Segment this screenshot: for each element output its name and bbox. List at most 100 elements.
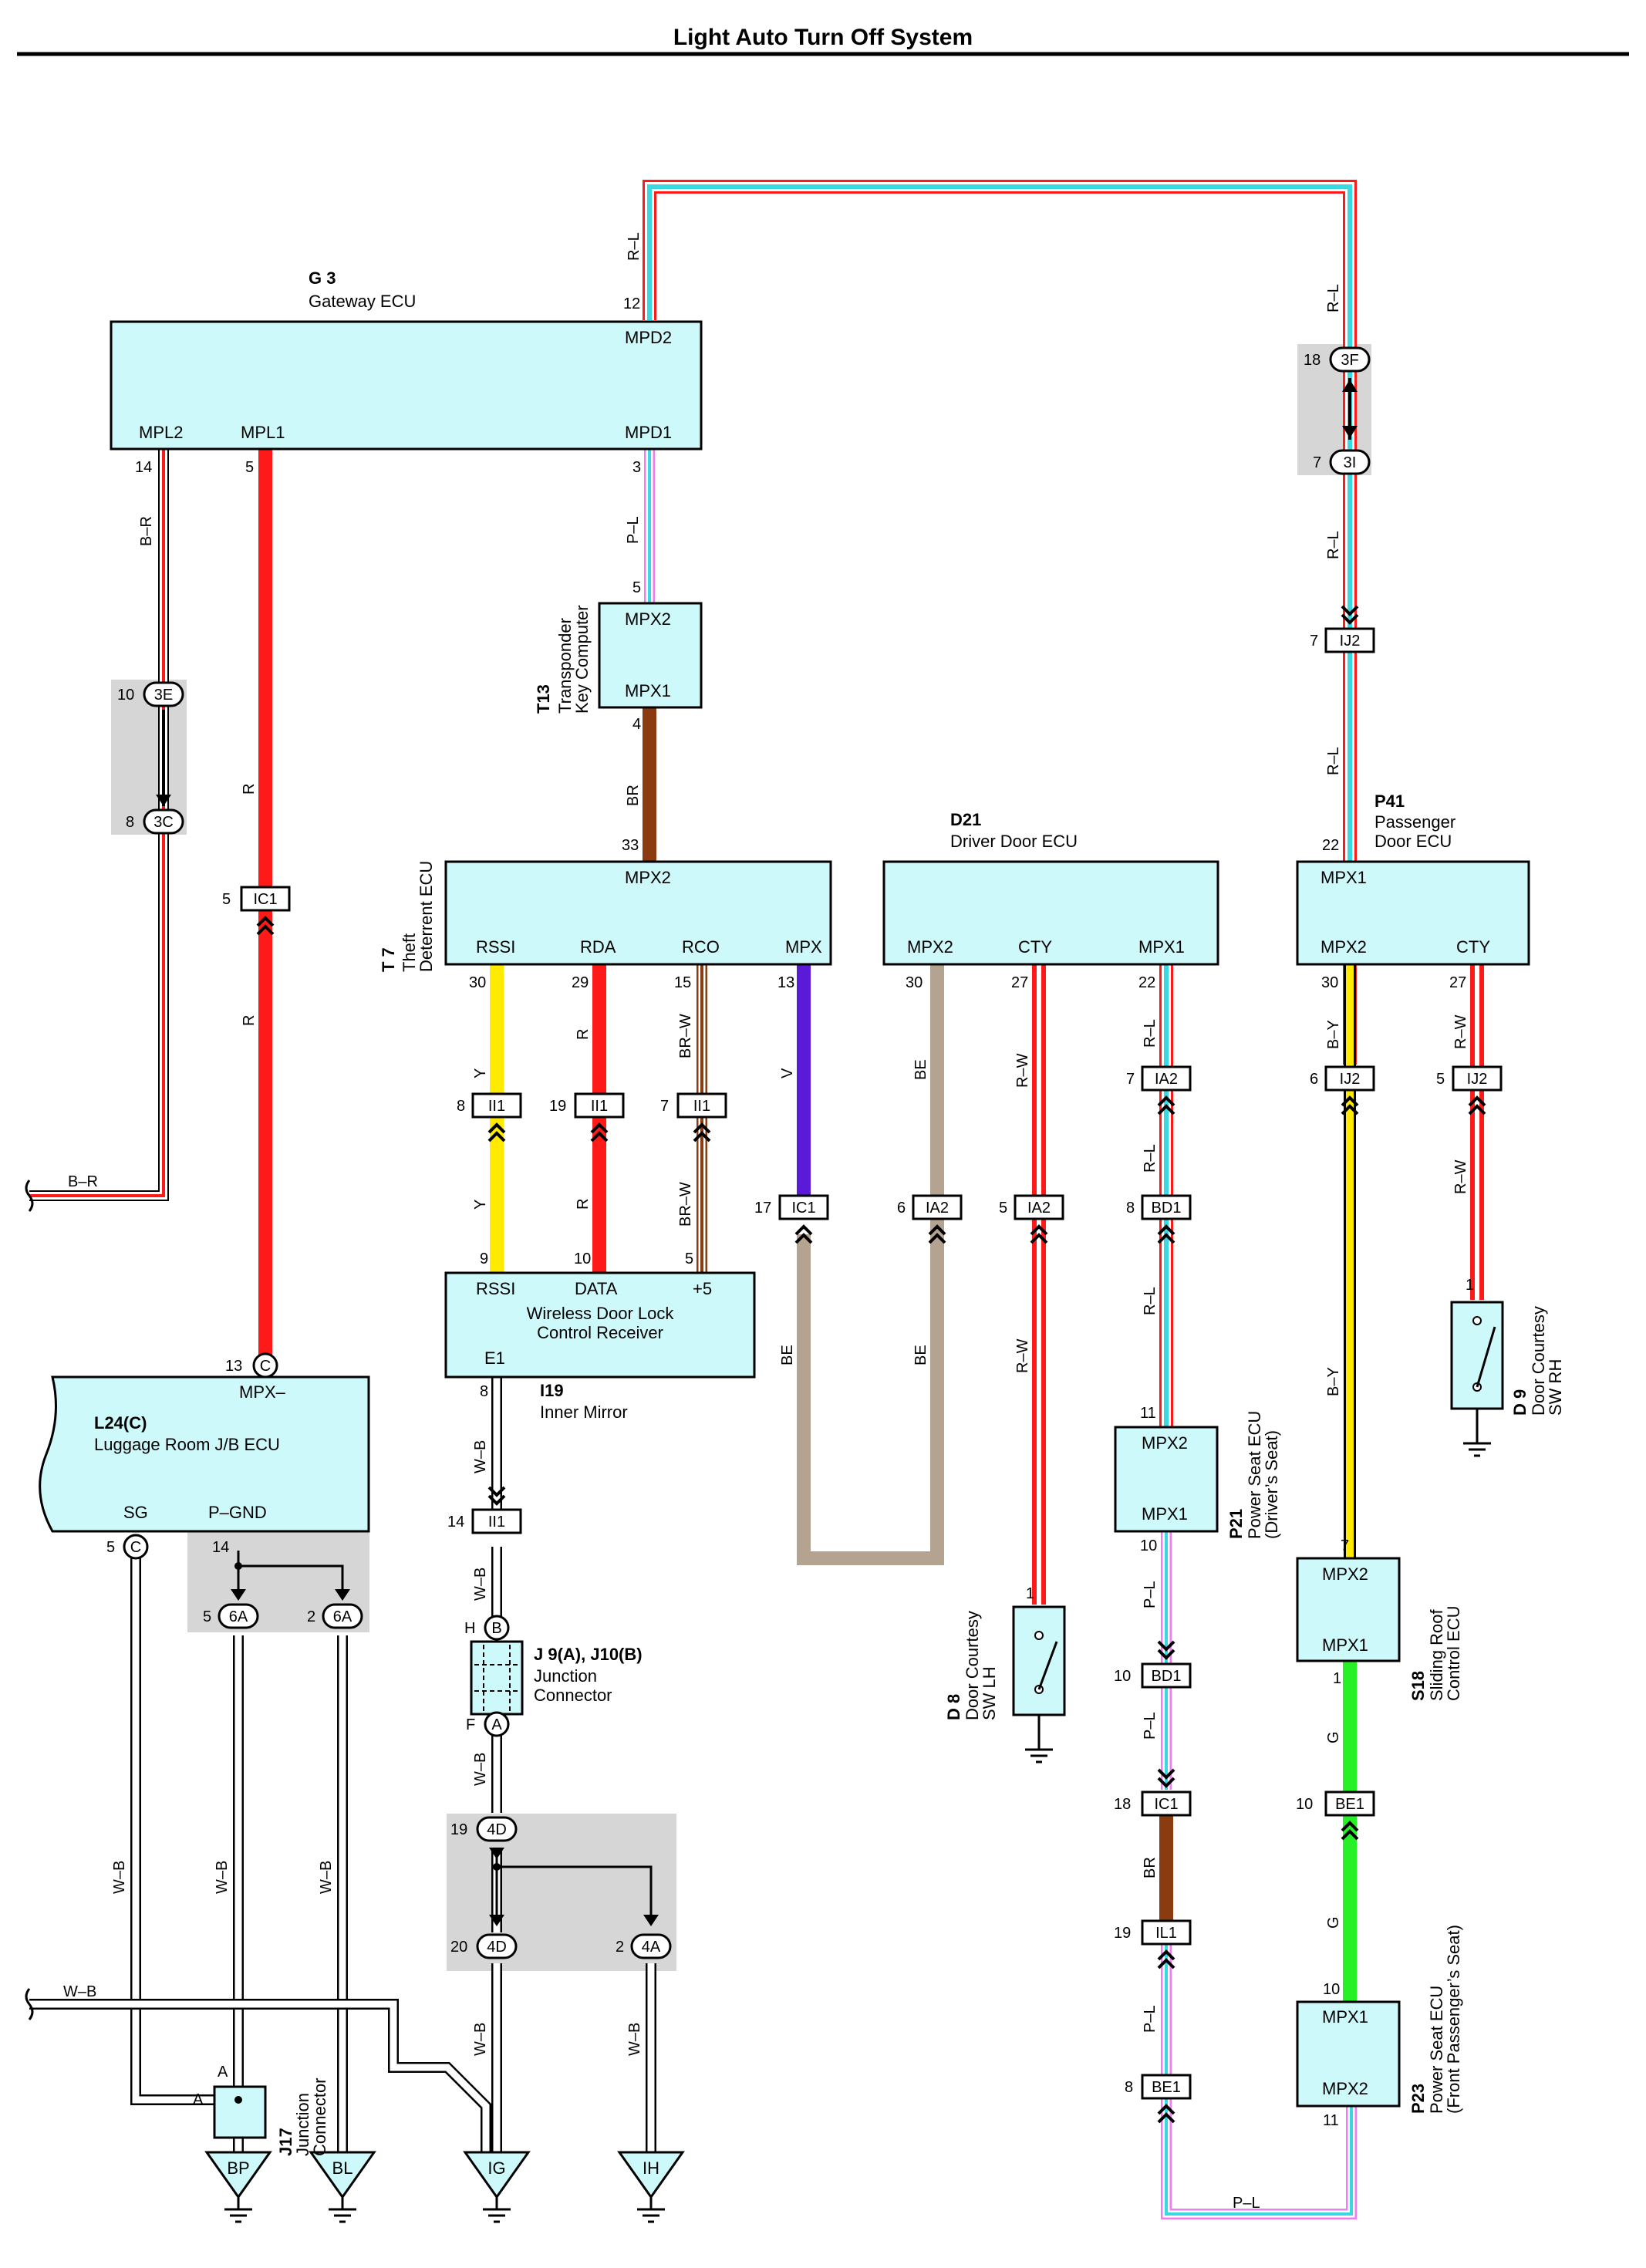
svg-text:R: R (575, 1029, 592, 1040)
p23-code: P23 (1408, 2084, 1428, 2114)
svg-text:(Driver’s Seat): (Driver’s Seat) (1262, 1430, 1281, 1539)
svg-text:2: 2 (616, 1939, 624, 1956)
svg-text:Junction: Junction (534, 1666, 597, 1686)
svg-text:IC1: IC1 (1154, 1796, 1178, 1813)
svg-text:4D: 4D (487, 1821, 507, 1838)
svg-text:BE: BE (912, 1345, 929, 1365)
svg-text:Connector: Connector (534, 1686, 612, 1705)
svg-text:3F: 3F (1341, 352, 1358, 369)
svg-text:MPX2: MPX2 (1322, 2079, 1368, 2098)
svg-text:13: 13 (225, 1358, 242, 1375)
svg-text:5: 5 (999, 1200, 1007, 1217)
svg-text:MPX1: MPX1 (1322, 2007, 1368, 2027)
svg-text:14: 14 (135, 459, 152, 476)
t13-transponder-key-computer (598, 602, 703, 709)
svg-text:19: 19 (549, 1098, 566, 1115)
ground-bl: BL (309, 2151, 376, 2223)
svg-text:Transponder: Transponder (555, 618, 575, 714)
svg-text:SW RH: SW RH (1546, 1359, 1565, 1416)
svg-text:R: R (241, 784, 258, 795)
connector-ia2-6 (912, 1194, 963, 1220)
svg-text:MPX: MPX (785, 937, 822, 957)
svg-text:V: V (779, 1068, 796, 1078)
svg-text:MPX1: MPX1 (1321, 868, 1367, 887)
svg-text:3C: 3C (153, 814, 174, 831)
svg-text:R–L: R–L (1325, 747, 1342, 775)
connector-4d-20: 4D (476, 1933, 518, 1959)
svg-text:RCO: RCO (682, 937, 720, 957)
svg-text:W–B: W–B (318, 1861, 335, 1894)
svg-text:Door ECU: Door ECU (1374, 832, 1452, 851)
svg-text:8: 8 (126, 814, 134, 831)
svg-text:MPX1: MPX1 (1142, 1504, 1188, 1524)
svg-text:B–R: B–R (68, 1173, 98, 1190)
svg-text:Driver Door ECU: Driver Door ECU (950, 832, 1078, 851)
svg-text:MPX2: MPX2 (1321, 937, 1367, 957)
t7-code: T 7 (379, 947, 398, 972)
connector-3e: 3E (143, 681, 184, 707)
svg-text:11: 11 (1323, 2112, 1339, 2129)
svg-text:8: 8 (1126, 1200, 1135, 1217)
svg-text:R–L: R–L (1325, 531, 1342, 559)
connector-il1-19 (1141, 1919, 1192, 1946)
svg-text:G: G (1325, 1916, 1342, 1929)
svg-text:33: 33 (622, 837, 639, 854)
svg-text:29: 29 (572, 974, 589, 991)
connector-ij2-6 (1324, 1065, 1375, 1092)
svg-text:IJ2: IJ2 (1467, 1071, 1488, 1088)
svg-text:Junction: Junction (293, 2093, 312, 2156)
connector-ii1-8 (471, 1092, 522, 1119)
svg-text:5: 5 (1436, 1071, 1445, 1088)
break-mark-w-b (25, 1988, 34, 2020)
svg-text:P–L: P–L (1142, 1581, 1159, 1608)
svg-text:W–B: W–B (63, 1983, 96, 2000)
svg-text:A: A (218, 2064, 228, 2081)
svg-text:R–W: R–W (1014, 1338, 1031, 1373)
svg-text:8: 8 (1125, 2079, 1133, 2096)
svg-text:R–L: R–L (1142, 1287, 1159, 1315)
i19-wireless-door-lock-receiver (444, 1271, 756, 1379)
svg-text:30: 30 (469, 974, 486, 991)
svg-text:+5: +5 (693, 1279, 712, 1298)
svg-text:10: 10 (1323, 1981, 1340, 1998)
svg-text:17: 17 (754, 1200, 771, 1217)
svg-text:W–B: W–B (472, 1440, 489, 1473)
svg-text:10: 10 (1140, 1537, 1157, 1554)
svg-text:R–W: R–W (1452, 1014, 1469, 1049)
svg-text:P–L: P–L (1142, 2005, 1159, 2033)
p41-passenger-door-ecu (1296, 860, 1530, 966)
svg-text:5: 5 (245, 459, 254, 476)
svg-text:IJ2: IJ2 (1340, 633, 1361, 650)
svg-text:A: A (491, 1716, 502, 1733)
svg-text:R: R (241, 1015, 258, 1026)
connector-3f: 3F (1329, 346, 1371, 373)
t7-theft-deterrent-ecu (444, 860, 832, 966)
svg-text:MPL1: MPL1 (241, 423, 285, 442)
svg-text:10: 10 (574, 1250, 591, 1267)
svg-text:Deterrent ECU: Deterrent ECU (417, 861, 436, 972)
svg-text:Control ECU: Control ECU (1444, 1606, 1463, 1701)
svg-text:22: 22 (1322, 837, 1339, 854)
svg-text:5: 5 (203, 1608, 211, 1625)
svg-text:MPD1: MPD1 (625, 423, 672, 442)
p21-code: P21 (1226, 1509, 1246, 1539)
wire-w-b-group (29, 1377, 656, 2152)
svg-text:Door Courtesy: Door Courtesy (1529, 1306, 1548, 1416)
t13-code: T13 (534, 684, 553, 714)
svg-text:BD1: BD1 (1152, 1668, 1182, 1685)
svg-text:Y: Y (472, 1068, 489, 1078)
connector-ii1-19 (574, 1092, 625, 1119)
svg-text:BE: BE (912, 1059, 929, 1080)
svg-text:IL1: IL1 (1155, 1925, 1177, 1942)
connector-ij2-5 (1452, 1065, 1503, 1092)
svg-text:DATA: DATA (575, 1279, 618, 1298)
svg-text:(Front Passenger’s Seat): (Front Passenger’s Seat) (1444, 1925, 1463, 2114)
pin-numbers: 12 14 5 3 5 4 33 10 8 18 7 7 5 22 30 29 … (106, 295, 1474, 2129)
svg-text:22: 22 (1138, 974, 1155, 991)
svg-text:G: G (1325, 1731, 1342, 1743)
svg-text:6A: 6A (229, 1608, 248, 1625)
svg-text:W–B: W–B (472, 1753, 489, 1786)
svg-text:BR: BR (625, 785, 642, 806)
svg-text:Luggage Room J/B ECU: Luggage Room J/B ECU (94, 1435, 280, 1454)
svg-text:4A: 4A (642, 1939, 661, 1956)
